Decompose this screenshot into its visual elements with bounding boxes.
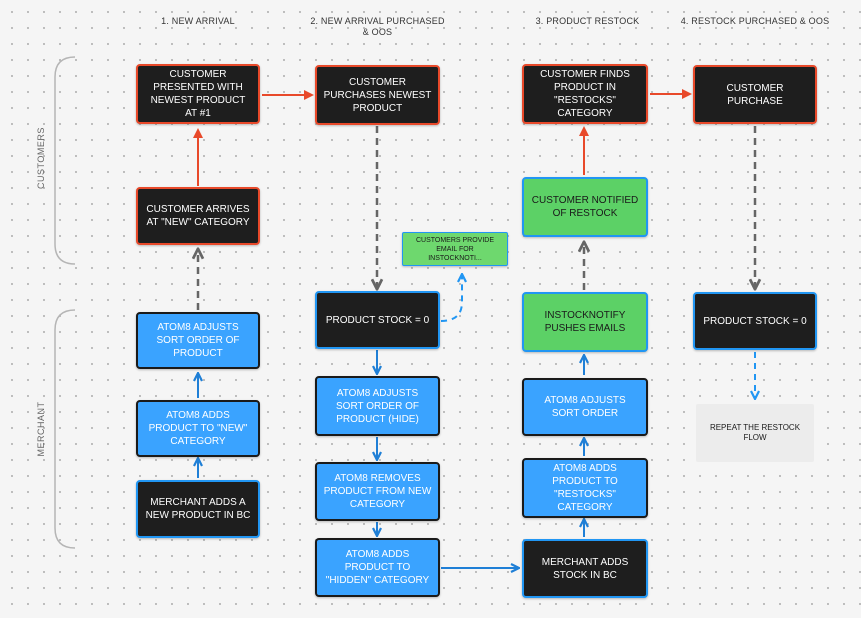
node-label: PRODUCT STOCK = 0 bbox=[325, 314, 430, 326]
node-label: ATOM8 ADDS PRODUCT TO "NEW" CATEGORY bbox=[148, 410, 248, 447]
node-atom8-adds-to-hidden[interactable]: ATOM8 ADDS PRODUCT TO "HIDDEN" CATEGORY bbox=[315, 538, 440, 597]
node-instocknotify-pushes[interactable]: INSTOCKNOTIFY PUSHES EMAILS bbox=[522, 292, 648, 352]
column-header-new-arrival: 1. NEW ARRIVAL bbox=[161, 16, 235, 26]
column-header-product-restock: 3. PRODUCT RESTOCK bbox=[535, 16, 640, 26]
column-header-new-arrival-purchased: 2. NEW ARRIVAL PURCHASED & OOS bbox=[310, 16, 445, 37]
node-customer-purchase[interactable]: CUSTOMER PURCHASE bbox=[693, 65, 817, 124]
node-label: ATOM8 ADJUSTS SORT ORDER OF PRODUCT bbox=[156, 322, 240, 359]
node-atom8-adds-to-restocks[interactable]: ATOM8 ADDS PRODUCT TO "RESTOCKS" CATEGOR… bbox=[522, 458, 648, 518]
node-merchant-adds-product[interactable]: MERCHANT ADDS A NEW PRODUCT IN BC bbox=[136, 480, 260, 538]
node-customer-finds-restocks[interactable]: CUSTOMER FINDS PRODUCT IN "RESTOCKS" CAT… bbox=[522, 64, 648, 124]
node-label: CUSTOMER FINDS PRODUCT IN "RESTOCKS" CAT… bbox=[540, 69, 630, 119]
node-label: INSTOCKNOTIFY PUSHES EMAILS bbox=[544, 310, 626, 334]
lane-bracket-merchant bbox=[54, 309, 76, 549]
node-atom8-removes-from-new[interactable]: ATOM8 REMOVES PRODUCT FROM NEW CATEGORY bbox=[315, 462, 440, 521]
node-label: CUSTOMER NOTIFIED OF RESTOCK bbox=[531, 195, 639, 219]
arrow-stock-to-email bbox=[440, 275, 462, 322]
node-customer-arrives[interactable]: CUSTOMER ARRIVES AT "NEW" CATEGORY bbox=[136, 187, 260, 245]
node-label: CUSTOMER PURCHASE bbox=[726, 82, 784, 107]
node-label: PRODUCT STOCK = 0 bbox=[703, 315, 807, 327]
node-label: MERCHANT ADDS STOCK IN BC bbox=[541, 556, 629, 581]
node-product-stock-zero-2[interactable]: PRODUCT STOCK = 0 bbox=[315, 291, 440, 349]
node-label: CUSTOMER ARRIVES AT "NEW" CATEGORY bbox=[146, 204, 250, 228]
node-label: ATOM8 REMOVES PRODUCT FROM NEW CATEGORY bbox=[323, 473, 432, 510]
lane-bracket-customers bbox=[54, 56, 76, 265]
node-atom8-adjusts-sort-order[interactable]: ATOM8 ADJUSTS SORT ORDER OF PRODUCT bbox=[136, 312, 260, 369]
node-label: REPEAT THE RESTOCK FLOW bbox=[709, 423, 801, 442]
node-label: ATOM8 ADJUSTS SORT ORDER OF PRODUCT (HID… bbox=[336, 387, 419, 425]
node-label: ATOM8 ADDS PRODUCT TO "HIDDEN" CATEGORY bbox=[325, 549, 430, 586]
column-header-restock-purchased: 4. RESTOCK PURCHASED & OOS bbox=[680, 16, 830, 26]
node-label: CUSTOMER PURCHASES NEWEST PRODUCT bbox=[323, 76, 432, 114]
node-label: ATOM8 ADJUSTS SORT ORDER bbox=[544, 395, 626, 419]
node-customers-provide-email[interactable]: CUSTOMERS PROVIDE EMAIL FOR INSTOCKNOTI.… bbox=[402, 232, 508, 266]
node-customer-purchases[interactable]: CUSTOMER PURCHASES NEWEST PRODUCT bbox=[315, 65, 440, 125]
node-label: CUSTOMER PRESENTED WITH NEWEST PRODUCT A… bbox=[150, 69, 246, 119]
node-label: MERCHANT ADDS A NEW PRODUCT IN BC bbox=[145, 497, 251, 521]
node-atom8-adjusts-sort-3[interactable]: ATOM8 ADJUSTS SORT ORDER bbox=[522, 378, 648, 436]
node-product-stock-zero-4[interactable]: PRODUCT STOCK = 0 bbox=[693, 292, 817, 350]
node-repeat-restock-flow[interactable]: REPEAT THE RESTOCK FLOW bbox=[696, 404, 814, 462]
node-customer-notified[interactable]: CUSTOMER NOTIFIED OF RESTOCK bbox=[522, 177, 648, 237]
node-label: CUSTOMERS PROVIDE EMAIL FOR INSTOCKNOTI.… bbox=[415, 236, 495, 262]
node-atom8-adds-to-new[interactable]: ATOM8 ADDS PRODUCT TO "NEW" CATEGORY bbox=[136, 400, 260, 457]
node-label: ATOM8 ADDS PRODUCT TO "RESTOCKS" CATEGOR… bbox=[552, 463, 618, 513]
node-customer-presented[interactable]: CUSTOMER PRESENTED WITH NEWEST PRODUCT A… bbox=[136, 64, 260, 124]
node-atom8-adjusts-sort-hide[interactable]: ATOM8 ADJUSTS SORT ORDER OF PRODUCT (HID… bbox=[315, 376, 440, 436]
node-merchant-adds-stock[interactable]: MERCHANT ADDS STOCK IN BC bbox=[522, 539, 648, 598]
